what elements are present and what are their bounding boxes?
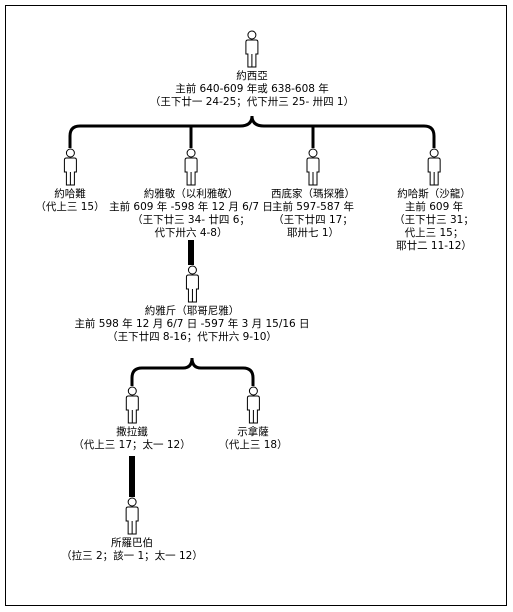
person-icon <box>63 148 77 186</box>
person-detail: （王下廿三 31； <box>394 214 474 226</box>
node-jehoahaz: 約哈斯（沙龍） 主前 609 年 （王下廿三 31； 代上三 15； 耶廿二 1… <box>394 148 474 253</box>
connector-josiah-children <box>68 115 436 148</box>
person-detail: （王下廿四 8-16；代下卅六 9-10） <box>107 331 277 343</box>
node-josiah: 約西亞 主前 640-609 年或 638-608 年 （王下廿一 24-25；… <box>150 30 354 109</box>
person-name: 示拿薩 <box>237 426 269 438</box>
node-shenazzar: 示拿薩 （代上三 18） <box>218 386 288 452</box>
person-icon <box>427 148 441 186</box>
person-detail: （拉三 2；該一 1；太一 12） <box>61 550 203 562</box>
person-name: 約雅敬（以利雅敬） <box>143 188 239 200</box>
person-detail: 主前 609 年 -598 年 12 月 6/7 日 <box>109 201 273 213</box>
person-detail: 主前 640-609 年或 638-608 年 <box>175 83 329 95</box>
node-jehoiakim: 約雅敬（以利雅敬） 主前 609 年 -598 年 12 月 6/7 日 （王下… <box>109 148 273 240</box>
person-detail: （代上三 18） <box>218 439 288 451</box>
person-name: 約哈斯（沙龍） <box>397 188 471 200</box>
person-icon <box>185 265 199 303</box>
node-jehoiachin: 約雅斤（耶哥尼雅） 主前 598 年 12 月 6/7 日 -597 年 3 月… <box>74 265 310 344</box>
person-icon <box>125 497 139 535</box>
person-detail: （代上三 17；太一 12） <box>73 439 191 451</box>
person-detail: 主前 597-587 年 <box>271 201 355 213</box>
person-detail: 主前 598 年 12 月 6/7 日 -597 年 3 月 15/16 日 <box>74 318 310 330</box>
person-detail: （代上三 15） <box>35 201 105 213</box>
person-detail: 主前 609 年 <box>404 201 464 213</box>
person-name: 西底家（瑪探雅） <box>271 188 355 200</box>
person-detail: 代下卅六 4-8） <box>154 227 228 239</box>
node-zerubbabel: 所羅巴伯 （拉三 2；該一 1；太一 12） <box>61 497 203 563</box>
person-name: 撒拉鐵 <box>116 426 148 438</box>
person-name: 約哈難 <box>54 188 86 200</box>
person-icon <box>245 30 259 68</box>
person-name: 約雅斤（耶哥尼雅） <box>144 305 240 317</box>
node-zedekiah: 西底家（瑪探雅） 主前 597-587 年 （王下廿四 17； 耶卅七 1） <box>271 148 355 240</box>
person-icon <box>246 386 260 424</box>
person-detail: （王下廿一 24-25；代下卅三 25- 卅四 1） <box>149 96 355 108</box>
person-detail: 代上三 15； <box>404 227 464 239</box>
person-detail: 耶卅七 1） <box>286 227 340 239</box>
person-name: 所羅巴伯 <box>110 537 153 549</box>
person-icon <box>184 148 198 186</box>
person-detail: 耶廿二 11-12） <box>396 240 472 252</box>
node-johanan: 約哈難 （代上三 15） <box>35 148 105 214</box>
person-name: 約西亞 <box>236 70 268 82</box>
node-shealtiel: 撒拉鐵 （代上三 17；太一 12） <box>73 386 191 452</box>
person-detail: （王下廿四 17； <box>273 214 353 226</box>
person-detail: （王下廿三 34- 廿四 6； <box>132 214 250 226</box>
connector-jehoiachin-children <box>130 357 255 386</box>
person-icon <box>125 386 139 424</box>
person-icon <box>306 148 320 186</box>
diagram-frame <box>5 5 507 606</box>
